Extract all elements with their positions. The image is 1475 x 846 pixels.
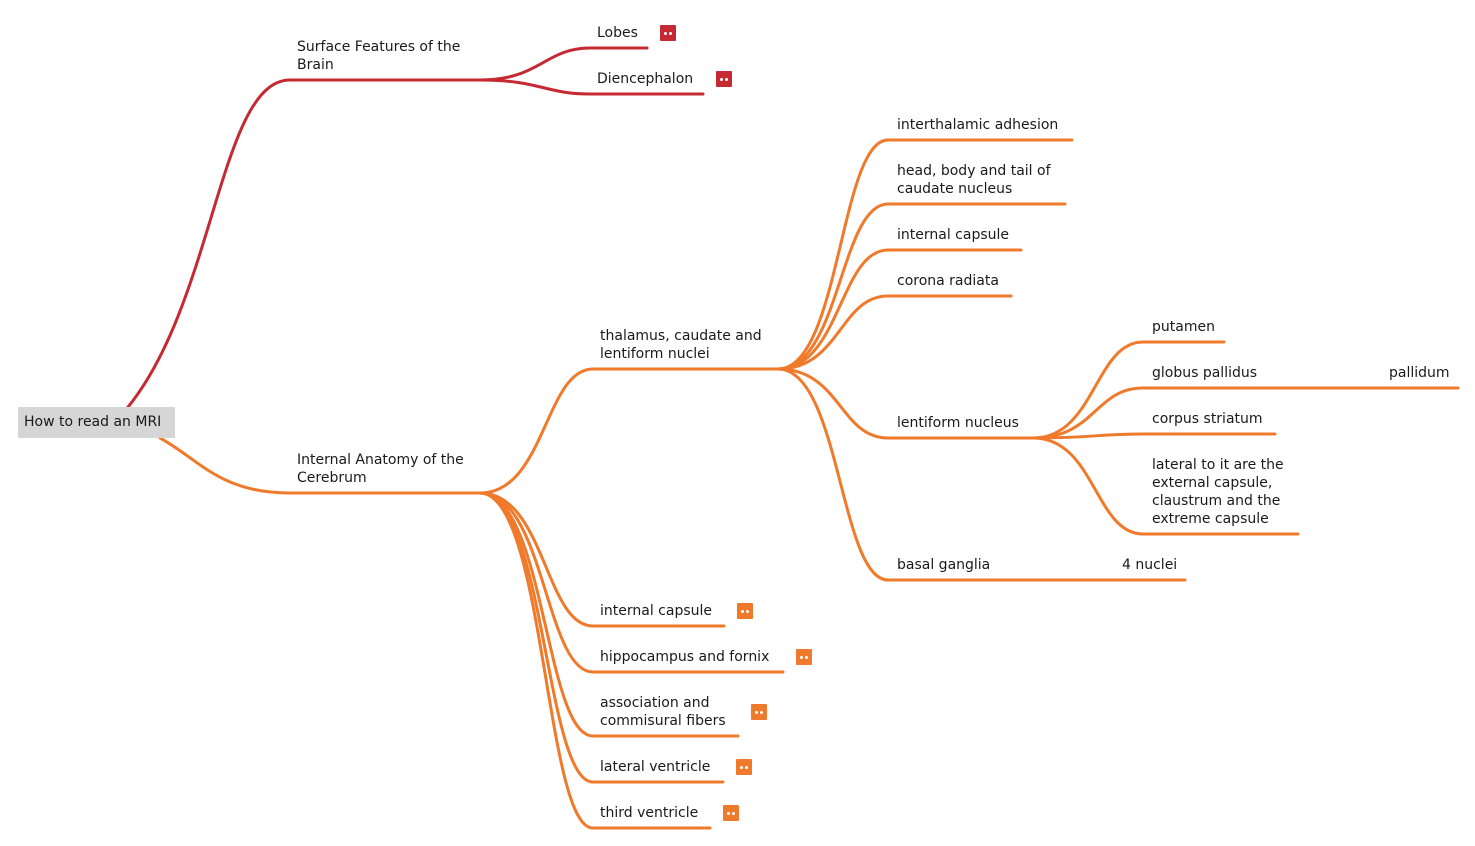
- connector-surface-lobes: [478, 46, 649, 82]
- expand-internal-capsule-icon[interactable]: [737, 603, 753, 619]
- connector-root-surface: [126, 78, 482, 409]
- node-hippocampus-fornix[interactable]: hippocampus and fornix: [600, 649, 770, 665]
- node-lentiform-nucleus[interactable]: lentiform nucleus: [897, 415, 1019, 431]
- node-lateral-capsules[interactable]: lateral to it are the external capsule, …: [1152, 457, 1284, 527]
- connector-root-internal: [158, 436, 482, 495]
- expand-lateral-ventricle-icon[interactable]: [736, 759, 752, 775]
- connector-lentiform-putamen: [1031, 340, 1226, 440]
- connector-thalamus-caudate: [776, 202, 1067, 371]
- expand-hippocampus-icon[interactable]: [796, 649, 812, 665]
- connector-internal-thalamus: [478, 367, 780, 495]
- connector-thalamus-corona: [776, 294, 1013, 371]
- connector-internal-hippocampus: [478, 491, 785, 674]
- node-internal-capsule-2[interactable]: internal capsule: [600, 603, 712, 619]
- expand-association-icon[interactable]: [751, 704, 767, 720]
- node-third-ventricle[interactable]: third ventricle: [600, 805, 699, 821]
- node-diencephalon[interactable]: Diencephalon: [597, 71, 694, 87]
- connector-lentiform-lateral: [1031, 436, 1300, 536]
- node-thalamus[interactable]: thalamus, caudate and lentiform nuclei: [600, 328, 762, 362]
- node-lobes[interactable]: Lobes: [597, 25, 638, 41]
- node-pallidum[interactable]: pallidum: [1389, 365, 1450, 381]
- node-putamen[interactable]: putamen: [1152, 319, 1215, 335]
- node-4-nuclei[interactable]: 4 nuclei: [1122, 557, 1178, 573]
- node-surface-features[interactable]: Surface Features of the Brain: [297, 39, 461, 73]
- node-corpus-striatum[interactable]: corpus striatum: [1152, 411, 1263, 427]
- connector-surface-diencephalon: [478, 78, 705, 96]
- expand-third-ventricle-icon[interactable]: [723, 805, 739, 821]
- node-interthalamic-adhesion[interactable]: interthalamic adhesion: [897, 117, 1059, 133]
- expand-diencephalon-icon[interactable]: [716, 71, 732, 87]
- root-node[interactable]: How to read an MRI: [18, 407, 175, 438]
- node-globus-pallidus[interactable]: globus pallidus: [1152, 365, 1258, 381]
- connector-lentiform-striatum: [1031, 432, 1277, 440]
- node-internal-anatomy[interactable]: Internal Anatomy of the Cerebrum: [297, 452, 464, 486]
- node-caudate-nucleus[interactable]: head, body and tail of caudate nucleus: [897, 163, 1051, 197]
- node-corona-radiata[interactable]: corona radiata: [897, 273, 999, 289]
- node-basal-ganglia[interactable]: basal ganglia: [897, 557, 991, 573]
- root-label: How to read an MRI: [24, 414, 162, 430]
- connector-thalamus-basal: [776, 367, 1187, 582]
- node-internal-capsule[interactable]: internal capsule: [897, 227, 1009, 243]
- connector-internal-capsule2: [478, 491, 726, 628]
- connector-internal-third-ventricle: [478, 491, 712, 830]
- node-association-fibers[interactable]: association and commisural fibers: [600, 695, 726, 729]
- connector-thalamus-lentiform: [776, 367, 1035, 440]
- expand-lobes-icon[interactable]: [660, 25, 676, 41]
- connector-thalamus-interthalamic: [776, 138, 1074, 371]
- node-lateral-ventricle[interactable]: lateral ventricle: [600, 759, 711, 775]
- connector-thalamus-internal-capsule: [776, 248, 1023, 371]
- connector-lentiform-globus: [1031, 386, 1460, 440]
